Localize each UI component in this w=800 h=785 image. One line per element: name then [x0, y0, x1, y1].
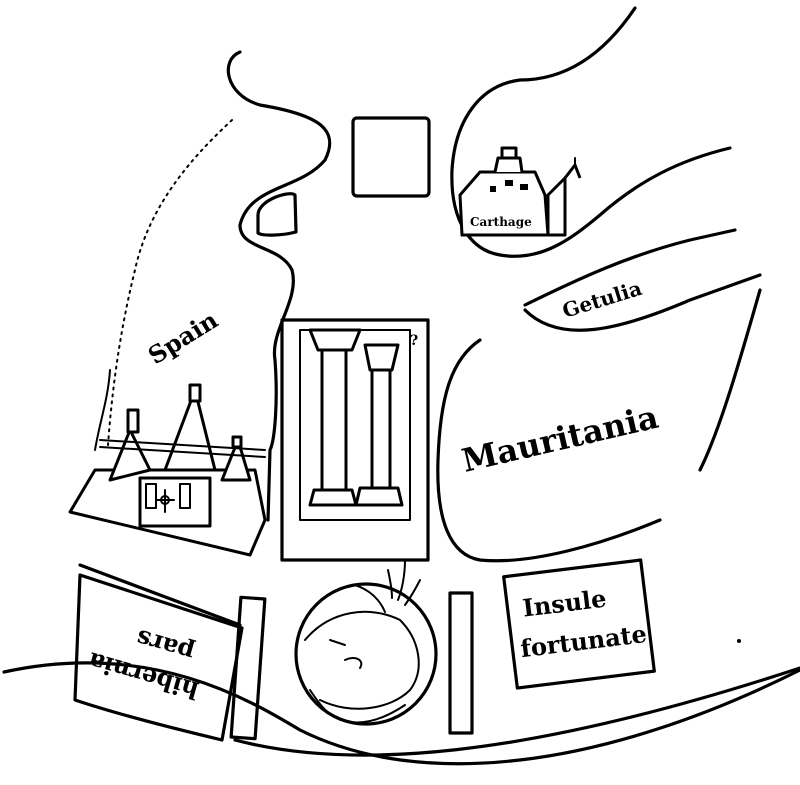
island-square — [351, 116, 431, 198]
label-mauritania: Mauritania — [458, 398, 662, 480]
getulia-region — [523, 228, 762, 332]
spain-land-edge — [94, 369, 111, 451]
wind-head — [294, 559, 438, 726]
svg-text:?: ? — [410, 333, 418, 349]
insule-fortunate-box — [502, 558, 656, 690]
mauritania-right-edge — [698, 288, 762, 472]
map-inner-rim — [78, 563, 800, 757]
island-small — [256, 192, 298, 237]
label-insule-line2: fortunate — [519, 619, 648, 663]
pillars-of-hercules: ? — [280, 318, 430, 562]
map-outer-edge — [2, 661, 800, 766]
label-insule-line1: Insule — [521, 584, 608, 623]
spain-city — [68, 383, 267, 557]
spain-dotted-border — [107, 119, 233, 446]
hibernia-island — [73, 573, 244, 742]
label-carthage: Carthage — [470, 215, 532, 229]
label-spain: Spain — [143, 305, 223, 370]
spain-coastline — [226, 50, 332, 522]
mauritania-coastline — [436, 338, 662, 563]
island-strip-right — [448, 591, 474, 735]
carthage-city: Carthage — [458, 146, 582, 237]
